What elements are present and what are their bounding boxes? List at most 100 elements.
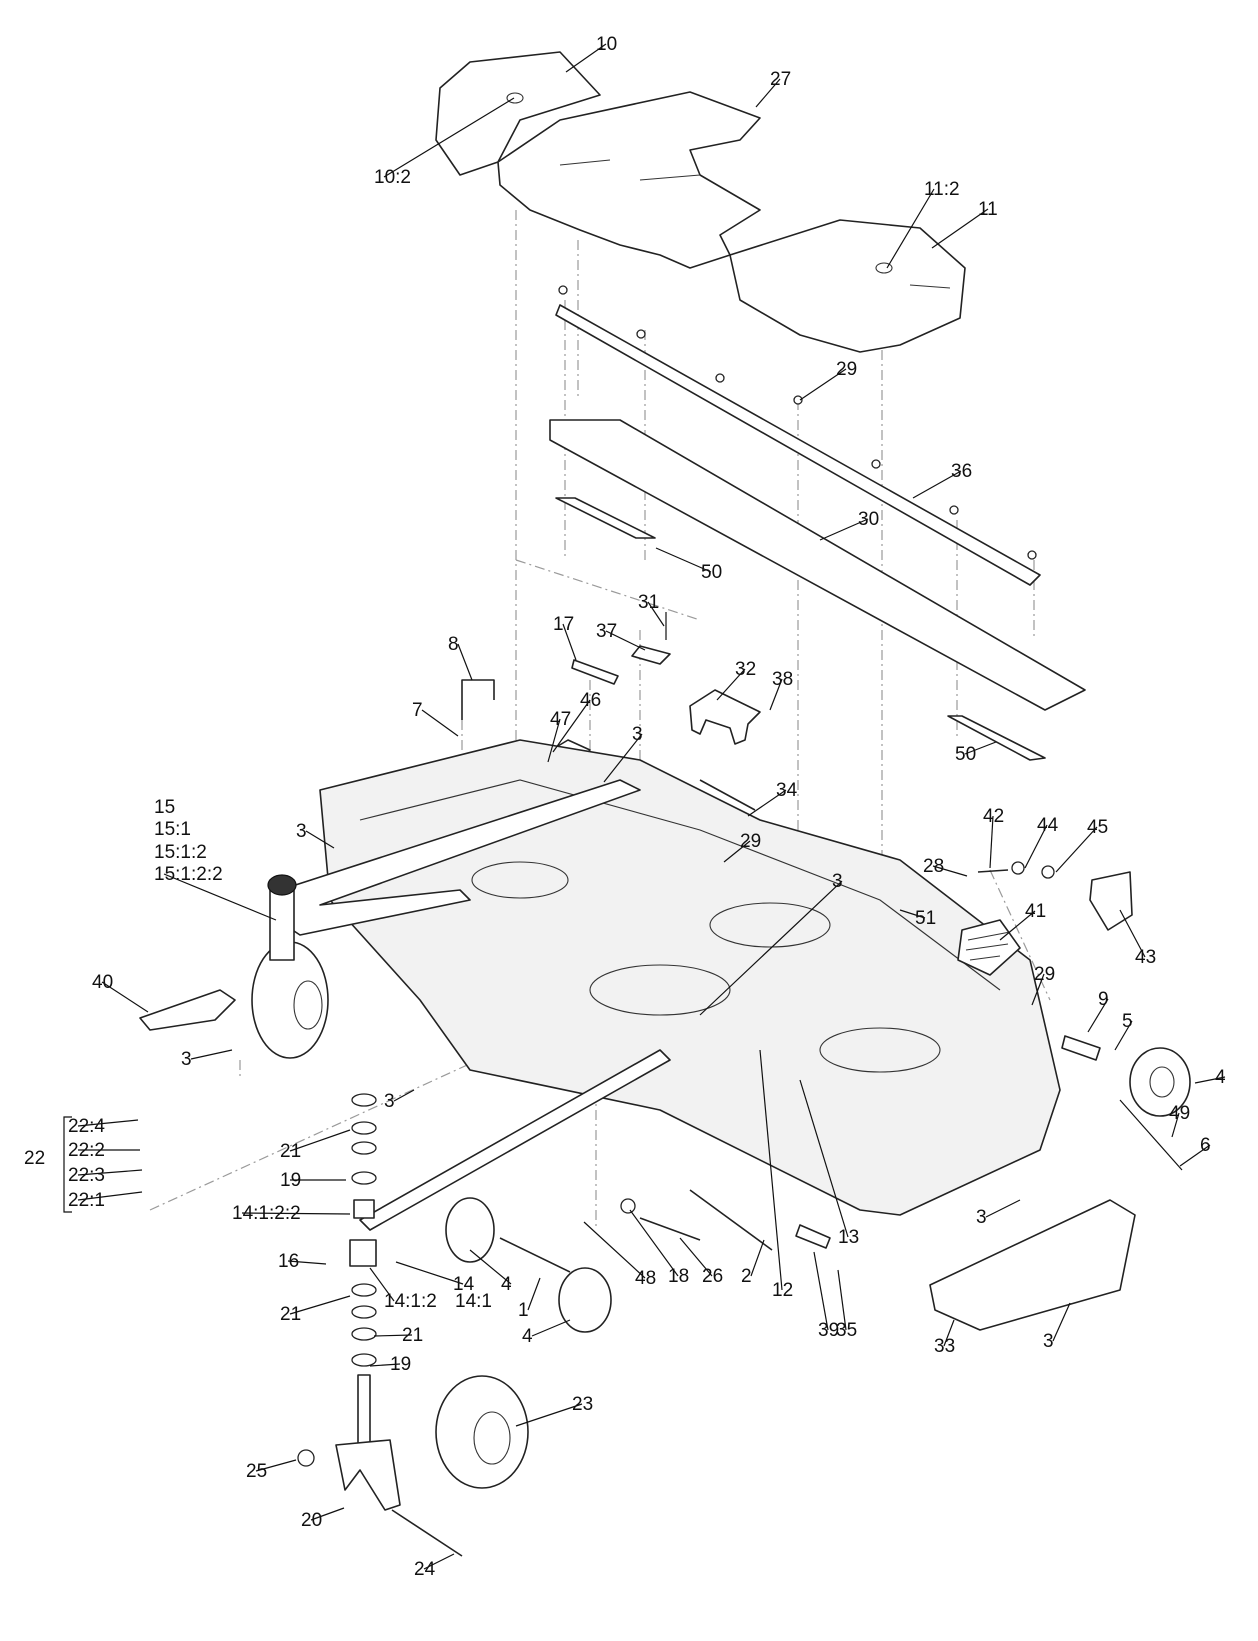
leader-line (769, 678, 783, 711)
callout-28: 28 (923, 856, 968, 877)
callout-3f: 3 (976, 1199, 1021, 1228)
callout-35: 35 (836, 1269, 857, 1341)
leader-line (565, 43, 607, 73)
leader-line (562, 623, 577, 661)
callout-text: 26 (702, 1266, 723, 1287)
leader-line (373, 1334, 413, 1337)
callout-text: 50 (701, 562, 722, 583)
leader-line (750, 1239, 765, 1277)
callout-text: 42 (983, 806, 1004, 827)
callout-11: 11 (931, 199, 998, 249)
leader-line (1024, 824, 1048, 869)
callout-text: 21 (280, 1141, 301, 1162)
callout-text: 8 (448, 634, 459, 655)
callout-text: 20 (301, 1510, 322, 1531)
callout-40: 40 (92, 972, 149, 1013)
callout-text: 31 (638, 592, 659, 613)
left-caster (139, 874, 329, 1059)
callout-20: 20 (301, 1507, 345, 1531)
leader-line (985, 1199, 1021, 1218)
callout-21a: 21 (280, 1129, 351, 1162)
callout-text: 3 (181, 1049, 192, 1070)
callout-text: 32 (735, 659, 756, 680)
callout-text: 3 (296, 821, 307, 842)
callout-15-1-2: 15:1:2 (154, 842, 207, 863)
leader-line (421, 709, 459, 737)
leader-line (101, 981, 149, 1013)
callout-text: 1 (518, 1300, 529, 1321)
leader-line (1194, 1076, 1226, 1084)
callout-text: 19 (390, 1354, 411, 1375)
callout-29a: 29 (799, 359, 857, 401)
callout-text: 22 (24, 1148, 45, 1169)
leader-line (1119, 909, 1146, 958)
leader-line (527, 1277, 541, 1311)
leader-line (886, 188, 935, 269)
callout-45: 45 (1055, 817, 1108, 873)
callout-25: 25 (246, 1459, 297, 1482)
callout-50b: 50 (955, 741, 997, 765)
callout-14-1: 14:1 (455, 1291, 492, 1312)
plate-30 (549, 419, 1086, 711)
leader-line (289, 1295, 351, 1315)
leader-line (699, 880, 843, 1016)
callout-6: 6 (1179, 1135, 1211, 1167)
leader-line (1087, 998, 1109, 1033)
callout-text: 43 (1135, 947, 1156, 968)
grate-41 (957, 919, 1021, 976)
leader-line (964, 741, 997, 755)
leader-line (77, 1169, 143, 1176)
deck-cover-left (435, 51, 601, 176)
bolt-26 (639, 1217, 701, 1241)
callout-18: 18 (629, 1209, 689, 1287)
callout-text: 15 (154, 797, 175, 818)
callout-33: 33 (934, 1319, 955, 1357)
callout-text: 22:3 (68, 1165, 105, 1186)
bolt-24 (391, 1509, 463, 1557)
bolt-42 (977, 869, 1009, 873)
leader-line (395, 1261, 464, 1285)
callout-21c: 21 (373, 1325, 423, 1346)
callout-5: 5 (1114, 1011, 1133, 1051)
callout-43: 43 (1119, 909, 1156, 968)
leader-line (77, 1119, 139, 1127)
callout-10: 10 (565, 34, 617, 73)
callout-42: 42 (983, 806, 1004, 869)
callout-text: 39 (818, 1320, 839, 1341)
spindle-stack (297, 1093, 529, 1557)
bracket-32 (689, 689, 761, 745)
baffle-plates (549, 285, 1086, 761)
deck-shell (319, 739, 1061, 1216)
leader-line (255, 1459, 297, 1472)
callout-44: 44 (1024, 815, 1059, 869)
leader-line (813, 1251, 829, 1331)
callout-3b: 3 (296, 821, 335, 849)
callout-text: 3 (384, 1091, 395, 1112)
leader-line (583, 1221, 646, 1279)
callout-30: 30 (819, 509, 879, 541)
callout-text: 3 (832, 871, 843, 892)
callout-15-1-2-2: 15:1:2:2 (154, 864, 277, 921)
callout-21b: 21 (280, 1295, 351, 1325)
leader-line (605, 630, 646, 651)
caster-fork-20 (335, 1439, 401, 1511)
u-bolt-8 (461, 679, 495, 720)
callout-17: 17 (553, 614, 577, 661)
callout-22: 22 (24, 1148, 45, 1169)
callout-26: 26 (679, 1237, 723, 1287)
callout-text: 36 (951, 461, 972, 482)
callout-1: 1 (518, 1277, 541, 1321)
leader-line (799, 1079, 849, 1238)
callout-text: 16 (278, 1251, 299, 1272)
leader-line (369, 1363, 401, 1367)
leader-line (305, 830, 335, 849)
leader-line (552, 699, 591, 753)
callout-text: 3 (976, 1207, 987, 1228)
callout-text: 21 (280, 1304, 301, 1325)
leader-line (310, 1507, 345, 1521)
callout-3a: 3 (603, 724, 643, 783)
leader-line (679, 1237, 713, 1277)
callout-text: 14:1 (455, 1291, 492, 1312)
spacer-9 (1061, 1035, 1101, 1061)
